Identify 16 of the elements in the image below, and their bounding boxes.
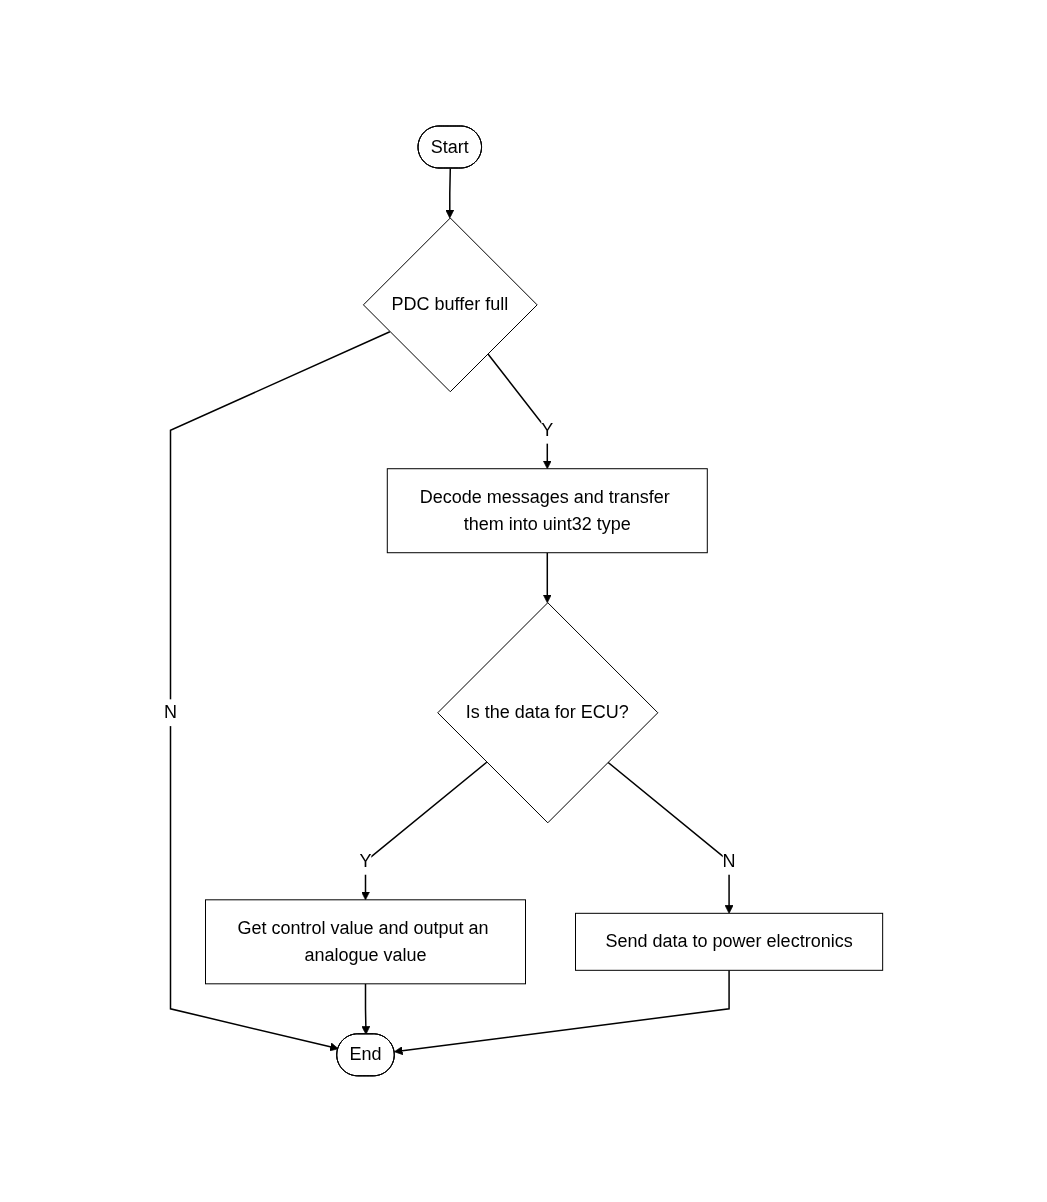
node-diamond: Is the data for ECU? [437, 602, 659, 824]
node-box: Decode messages and transfer them into uint32 type [386, 468, 708, 554]
node-diamond: PDC buffer full [363, 217, 538, 393]
arrow [607, 761, 734, 914]
arrow [361, 983, 371, 1035]
arrow [361, 761, 488, 901]
arrow [543, 552, 552, 604]
edge-label: Y [359, 850, 372, 871]
edge-label: N [164, 702, 178, 723]
arrow [445, 167, 455, 219]
edge-label: N [722, 850, 736, 871]
node-box: Get control value and output an analogue value [205, 899, 527, 985]
arrow [169, 331, 391, 1052]
node-box: Send data to power electronics [575, 912, 884, 971]
edge-label: Y [541, 419, 554, 440]
arrow [394, 969, 730, 1056]
